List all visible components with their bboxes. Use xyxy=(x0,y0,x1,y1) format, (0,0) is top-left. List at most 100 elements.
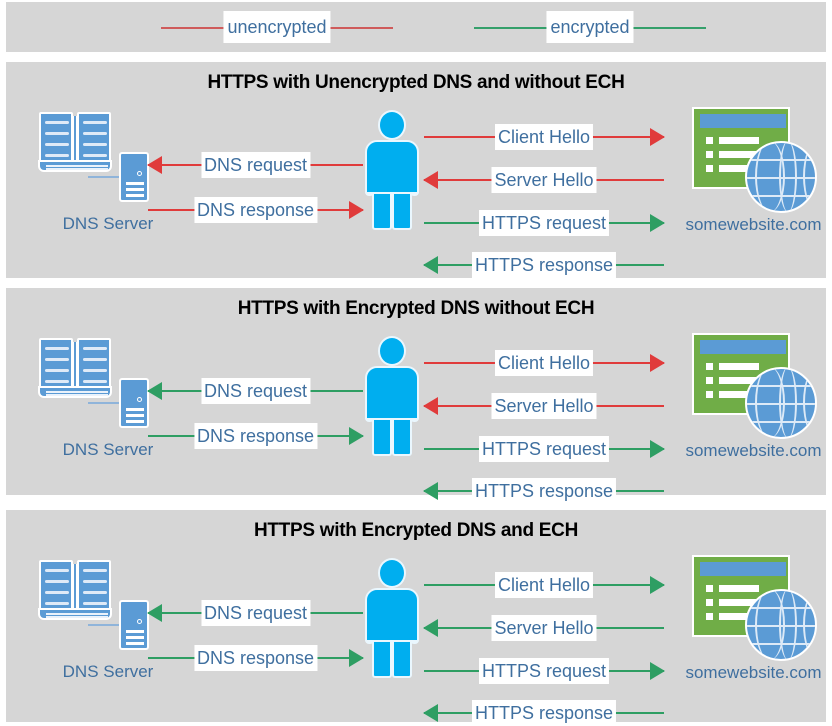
book-text-line xyxy=(83,358,107,361)
person-body xyxy=(365,140,419,194)
book-text-line xyxy=(83,569,107,572)
book-base-line xyxy=(46,168,108,170)
flow-label: Client Hello xyxy=(494,350,594,376)
arrow-head-left-icon xyxy=(147,382,162,400)
flow-server-hello: Server Hello xyxy=(423,615,664,641)
dns-server-node: DNS Server xyxy=(30,110,180,250)
flow-label: HTTPS response xyxy=(471,252,617,278)
server-slot-line xyxy=(126,642,144,645)
browser-list-row xyxy=(719,599,759,606)
flow-https-response: HTTPS response xyxy=(423,478,664,504)
book-base xyxy=(38,160,112,172)
flow-label: DNS request xyxy=(200,152,311,178)
flow-https-request: HTTPS request xyxy=(424,436,665,462)
book-text-line xyxy=(45,143,69,146)
legend-label-unencrypted: unencrypted xyxy=(223,11,331,43)
browser-list-bullet xyxy=(706,599,713,606)
person-icon xyxy=(361,558,423,678)
flow-label: HTTPS response xyxy=(471,700,617,726)
flow-dns-request: DNS request xyxy=(147,152,363,178)
globe-longitude-line xyxy=(755,369,785,437)
arrow-head-right-icon xyxy=(650,128,665,146)
dns-connector-line xyxy=(88,624,122,626)
flow-dns-request: DNS request xyxy=(147,600,363,626)
person-icon xyxy=(361,336,423,456)
flow-https-request: HTTPS request xyxy=(424,210,665,236)
book-text-line xyxy=(83,347,107,350)
arrow-head-right-icon xyxy=(650,662,665,680)
browser-list-bullet xyxy=(706,391,713,398)
browser-title-bar xyxy=(700,340,786,354)
book-spine xyxy=(73,564,77,608)
browser-list-bullet xyxy=(706,137,713,144)
book-page-left xyxy=(39,112,73,164)
browser-list-bullet xyxy=(706,613,713,620)
book-text-line xyxy=(45,347,69,350)
globe-longitude-line xyxy=(803,591,815,659)
flow-label: DNS request xyxy=(200,600,311,626)
book-base-line xyxy=(46,394,108,396)
book-base xyxy=(38,386,112,398)
book-text-line xyxy=(83,132,107,135)
arrow-head-left-icon xyxy=(147,604,162,622)
website-node: somewebsite.com xyxy=(681,107,826,252)
book-base-line xyxy=(46,613,108,615)
server-slot-line xyxy=(126,630,144,633)
browser-list-row xyxy=(719,137,759,144)
panel-title: HTTPS with Encrypted DNS without ECH xyxy=(237,298,595,319)
browser-list-row xyxy=(719,585,759,592)
book-text-line xyxy=(45,121,69,124)
flow-label: Client Hello xyxy=(494,124,594,150)
globe-icon xyxy=(745,589,817,661)
arrow-head-right-icon xyxy=(650,354,665,372)
person-body xyxy=(365,588,419,642)
book-base-line xyxy=(46,616,108,618)
browser-title-bar xyxy=(700,562,786,576)
legend-label-encrypted: encrypted xyxy=(546,11,634,43)
panel-title: HTTPS with Encrypted DNS and ECH xyxy=(254,520,578,541)
scenario-panel-2: HTTPS with Encrypted DNS without ECH DNS … xyxy=(6,288,826,504)
book-base-line xyxy=(46,391,108,393)
browser-list-row xyxy=(719,391,759,398)
browser-list-row xyxy=(719,613,759,620)
book-text-line xyxy=(45,154,69,157)
book-text-line xyxy=(83,380,107,383)
book-text-line xyxy=(83,369,107,372)
book-text-line xyxy=(45,132,69,135)
browser-list-bullet xyxy=(706,585,713,592)
browser-list-row xyxy=(719,165,759,172)
flow-label: Server Hello xyxy=(491,393,597,419)
arrow-head-left-icon xyxy=(423,397,438,415)
book-icon xyxy=(36,336,114,398)
browser-list-row xyxy=(719,151,759,158)
server-slot-line xyxy=(126,182,144,185)
server-tower-icon xyxy=(119,600,149,650)
flow-label: HTTPS response xyxy=(471,478,617,504)
book-icon xyxy=(36,558,114,620)
server-slot-line xyxy=(126,420,144,423)
server-slot-line xyxy=(126,636,144,639)
person-body xyxy=(365,366,419,420)
arrow-head-left-icon xyxy=(423,619,438,637)
arrow-head-right-icon xyxy=(650,214,665,232)
book-text-line xyxy=(83,121,107,124)
book-page-left xyxy=(39,560,73,612)
flow-dns-response: DNS response xyxy=(148,197,364,223)
website-label: somewebsite.com xyxy=(685,663,822,682)
flow-label: Client Hello xyxy=(494,572,594,598)
flow-label: Server Hello xyxy=(491,615,597,641)
person-head xyxy=(378,336,406,366)
flow-server-hello: Server Hello xyxy=(423,393,664,419)
server-slot-line xyxy=(126,194,144,197)
globe-longitude-line xyxy=(803,143,815,211)
arrow-head-left-icon xyxy=(423,704,438,722)
book-icon xyxy=(36,110,114,172)
book-text-line xyxy=(83,143,107,146)
browser-list-bullet xyxy=(706,377,713,384)
website-node: somewebsite.com xyxy=(681,333,826,478)
book-text-line xyxy=(45,380,69,383)
arrow-head-left-icon xyxy=(147,156,162,174)
flow-dns-request: DNS request xyxy=(147,378,363,404)
arrow-head-right-icon xyxy=(349,649,364,667)
